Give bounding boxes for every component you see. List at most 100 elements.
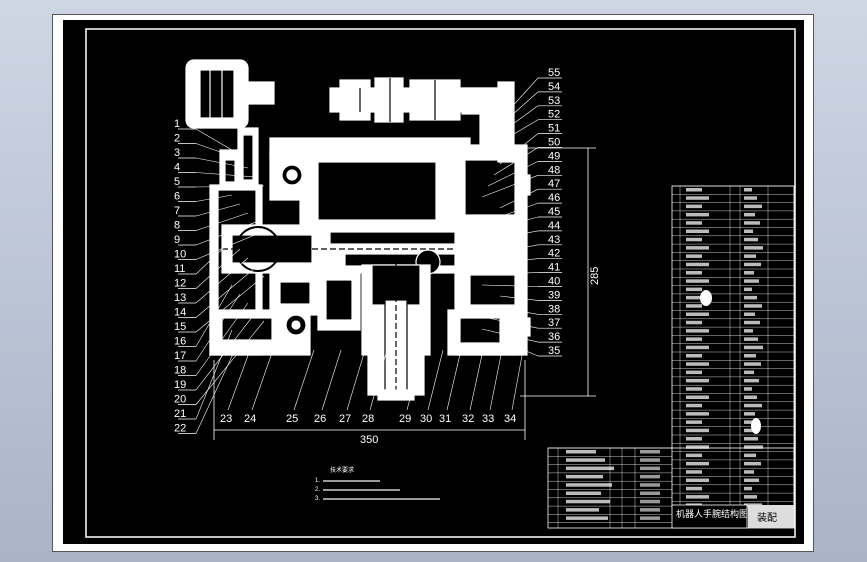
row-text-mark [744, 295, 757, 300]
part-label: 15 [174, 321, 186, 333]
parts-list [671, 185, 795, 509]
leader-line [487, 105, 539, 143]
row-text-mark [744, 287, 752, 292]
leader-line [195, 143, 241, 160]
part-label: 4 [174, 162, 180, 174]
leader-line [493, 202, 539, 220]
row-text-mark [744, 461, 761, 466]
leader-line [195, 221, 257, 246]
top-motor-cap [339, 79, 371, 121]
row-text-mark [744, 204, 762, 209]
row-text-mark [566, 499, 610, 504]
part-label: 21 [174, 408, 186, 420]
row-text-mark [640, 483, 660, 487]
part-label: 9 [174, 234, 180, 246]
leader-line [195, 128, 233, 151]
part-label: 47 [548, 178, 560, 190]
leader-line [499, 188, 539, 209]
row-text-mark [686, 428, 709, 433]
vertical-shaft-inner [242, 134, 254, 181]
assembly-view [185, 59, 531, 410]
row-text-mark [686, 329, 709, 333]
row-text-mark [686, 221, 702, 225]
row-text-mark [744, 387, 752, 391]
row-text-mark [744, 453, 756, 458]
row-text-mark [686, 437, 702, 441]
leader-line [493, 306, 539, 315]
row-text-mark [744, 403, 762, 408]
part-label: 13 [174, 292, 186, 304]
row-text-mark [744, 262, 761, 267]
part-label: 41 [548, 262, 560, 274]
lower-cavity [221, 317, 273, 341]
tech-item-1: 1. [315, 478, 320, 484]
row-text-mark [686, 229, 709, 233]
bottom-parts-rows [548, 447, 672, 528]
part-label: 24 [244, 413, 256, 425]
part-label: 27 [339, 413, 351, 425]
row-text-mark [566, 458, 605, 462]
row-text-mark [744, 279, 759, 283]
row-text-mark [686, 345, 709, 350]
leader-line [195, 302, 249, 376]
part-label: 46 [548, 192, 560, 204]
technical-requirements: 技术要求 1. 2. 3. [315, 466, 440, 502]
row-text-mark [686, 445, 709, 449]
part-label: 11 [174, 263, 185, 275]
stamp-text: 装配 [757, 511, 777, 524]
row-text-mark [640, 491, 660, 495]
row-text-mark [640, 516, 660, 520]
row-text-mark [686, 412, 709, 416]
leader-line [195, 329, 233, 420]
part-label: 25 [286, 413, 298, 425]
row-text-mark [744, 337, 758, 341]
row-text-mark [686, 262, 709, 267]
part-label: 29 [399, 413, 411, 425]
row-text-mark [640, 499, 660, 504]
row-text-mark [686, 354, 702, 358]
part-label: 53 [548, 95, 560, 107]
row-text-mark [686, 395, 709, 399]
leader-line [195, 194, 233, 202]
part-label: 30 [420, 413, 432, 425]
row-text-mark [686, 478, 709, 482]
row-text-mark [686, 246, 709, 250]
row-text-mark [744, 470, 754, 474]
width-dimension: 350 [360, 434, 378, 446]
gear-train-slot [279, 281, 311, 305]
top-flange [461, 87, 503, 115]
row-text-mark [686, 188, 702, 192]
part-label: 33 [482, 413, 494, 425]
part-label: 6 [174, 191, 180, 203]
leader-line [499, 77, 539, 121]
list-mark [751, 418, 761, 434]
motor-window [199, 69, 235, 119]
part-label: 35 [548, 345, 560, 357]
leader-line [195, 275, 265, 333]
row-text-mark [686, 312, 709, 316]
leader-line [446, 349, 462, 411]
gear-hub [286, 169, 298, 181]
row-text-mark [744, 320, 760, 325]
leader-line [195, 157, 249, 169]
row-text-mark [744, 412, 755, 416]
row-text-mark [744, 345, 763, 350]
part-label: 31 [439, 413, 451, 425]
leader-line [481, 328, 539, 343]
row-text-mark [744, 221, 760, 225]
lug [519, 174, 531, 196]
row-text-mark [744, 395, 757, 399]
bearing-slot [459, 317, 501, 344]
row-text-mark [686, 196, 709, 200]
part-label: 44 [548, 220, 560, 232]
top-coupling [374, 77, 404, 123]
row-text-mark [744, 428, 753, 433]
part-label: 19 [174, 379, 186, 391]
row-text-mark [566, 450, 596, 454]
row-text-mark [744, 445, 763, 449]
leader-line [487, 272, 539, 275]
row-text-mark [744, 229, 753, 233]
leader-line [195, 338, 241, 434]
